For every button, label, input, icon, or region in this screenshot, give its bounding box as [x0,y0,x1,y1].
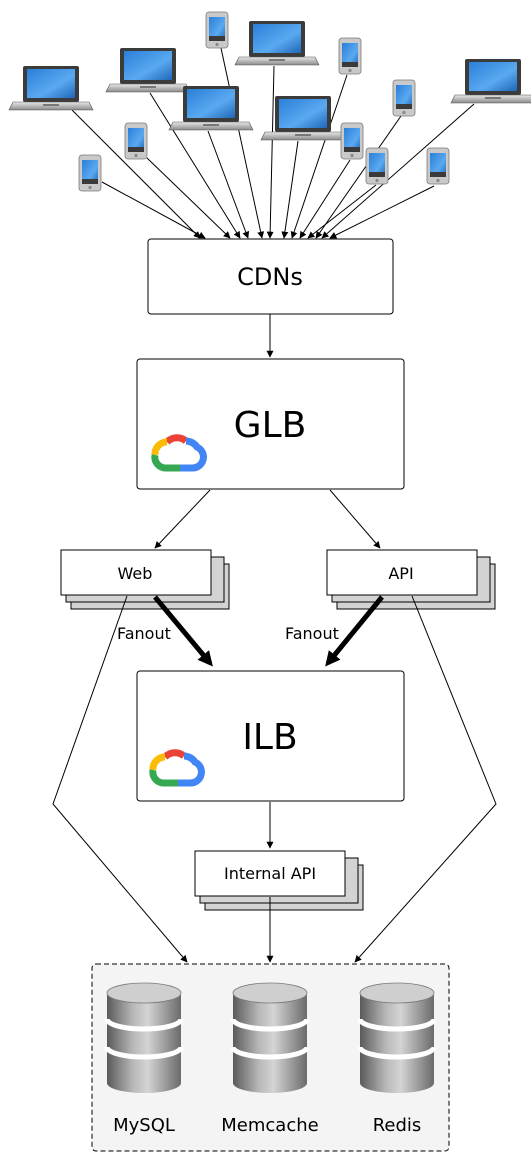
api-fanout-arrow [325,595,384,667]
redis-database-icon [357,982,437,1093]
glb-label: GLB [234,405,307,446]
glb-node: GLB [136,358,405,490]
laptop-icon [105,47,191,93]
glb-to-web-arrow [154,489,211,549]
laptop-icon [234,20,320,66]
redis-label: Redis [373,1115,422,1136]
phone-icon [426,147,450,185]
mysql-database-icon [104,982,184,1093]
phone-icon [124,122,148,160]
api-label: API [388,564,413,583]
laptop-icon [450,58,531,104]
web-node: Web [60,549,230,610]
cdn-label: CDNs [237,263,303,291]
client-arrows [71,47,475,239]
fanout-right-label: Fanout [285,624,339,643]
phone-icon [392,79,416,117]
ilb-node: ILB [136,670,405,802]
phone-icon [365,147,389,185]
memcache-label: Memcache [221,1115,318,1136]
memcache-database-icon [230,982,310,1093]
mysql-label: MySQL [113,1115,175,1136]
phone-icon [205,11,229,49]
phone-icon [338,37,362,75]
web-to-storage-arrow [52,595,188,963]
fanout-left-label: Fanout [117,624,171,643]
glb-to-api-arrow [329,489,381,549]
api-to-storage-arrow [354,595,497,963]
phone-icon [340,122,364,160]
internal-api-node: Internal API [194,850,364,911]
web-label: Web [118,564,153,583]
ilb-label: ILB [242,717,297,758]
phone-icon [78,154,102,192]
laptop-icon [168,85,254,131]
internal-api-label: Internal API [224,864,316,883]
laptop-icon [8,65,94,111]
cdn-node: CDNs [147,238,394,315]
api-node: API [326,549,496,610]
web-fanout-arrow [153,595,213,667]
